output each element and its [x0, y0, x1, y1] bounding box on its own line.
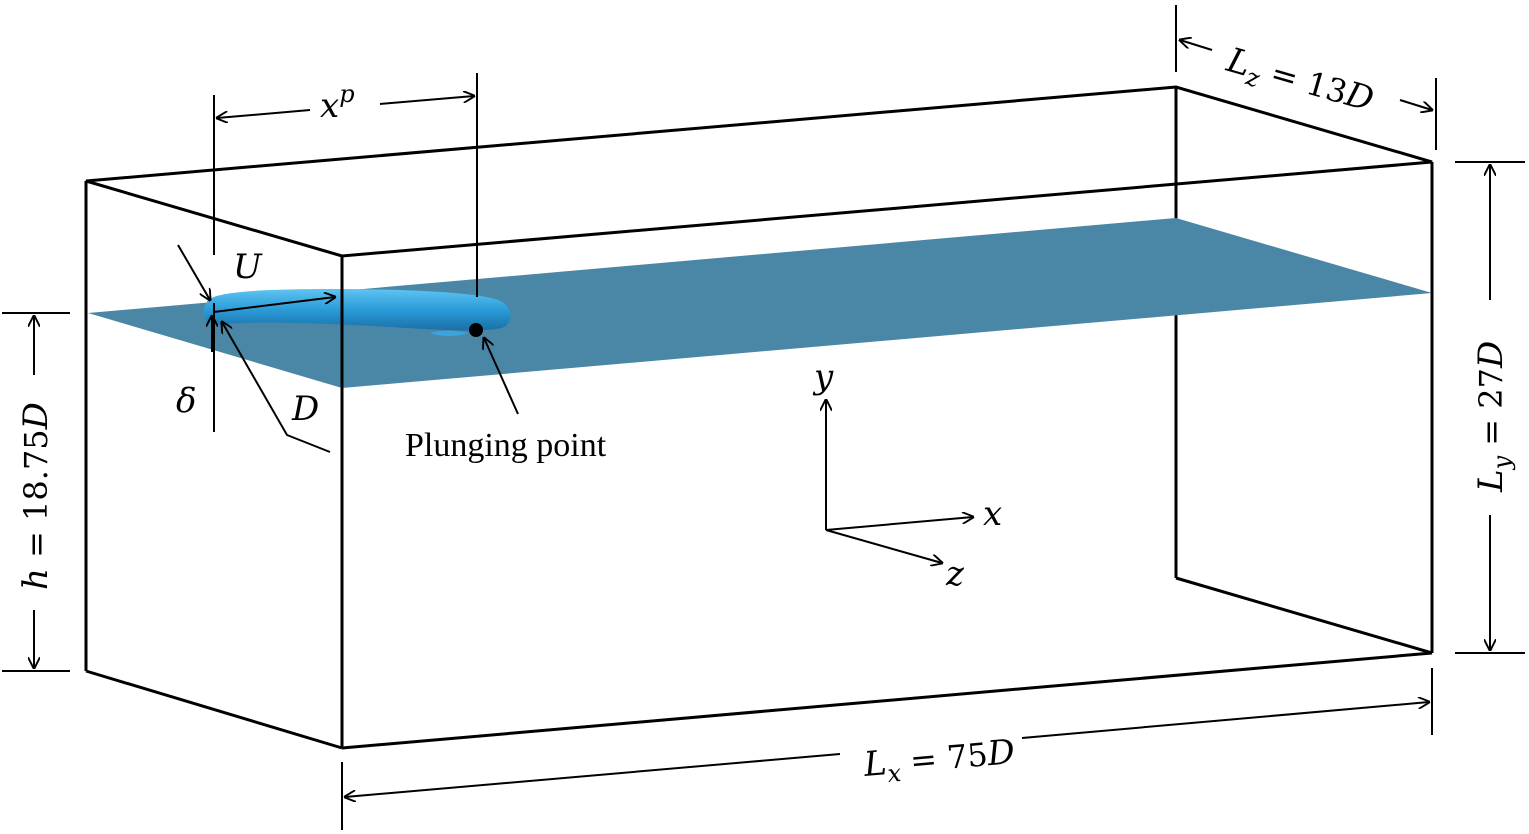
u-label: U [233, 247, 263, 287]
jet-body [203, 289, 511, 336]
coordinate-axes: y x z [812, 357, 1002, 594]
axis-y-label: y [812, 357, 834, 397]
x-axis-arrow [825, 517, 973, 531]
ly-label: Ly = 27D [1471, 341, 1516, 493]
xp-label: xp [320, 80, 355, 126]
lx-label: Lx = 75D [861, 732, 1017, 790]
interface-plane [88, 218, 1432, 388]
axis-x-label: x [983, 494, 1002, 534]
z-axis-arrow [825, 529, 942, 563]
h-dimension: h = 18.75D [2, 312, 70, 672]
delta-arrow-top [177, 244, 210, 300]
d-label: D [291, 389, 319, 429]
domain-back-edges [1174, 87, 1433, 655]
plunging-point-dot [469, 323, 483, 337]
plunging-point-label: Plunging point [405, 427, 607, 464]
xp-dimension: xp [213, 73, 478, 432]
delta-label: δ [176, 381, 196, 421]
plunging-point-marker: Plunging point [405, 323, 607, 464]
h-label: h = 18.75D [16, 402, 56, 590]
domain-box [84, 85, 1434, 750]
lz-label: Lz = 13D [1220, 40, 1378, 125]
axis-z-label: z [945, 554, 965, 594]
diameter-leader [222, 322, 331, 453]
lz-dimension: Lz = 13D [1175, 5, 1437, 150]
jet-annotations: U δ D [176, 244, 335, 453]
lx-dimension: Lx = 75D [341, 668, 1433, 830]
ly-dimension: Ly = 27D [1455, 161, 1525, 654]
velocity-arrow [213, 297, 335, 313]
